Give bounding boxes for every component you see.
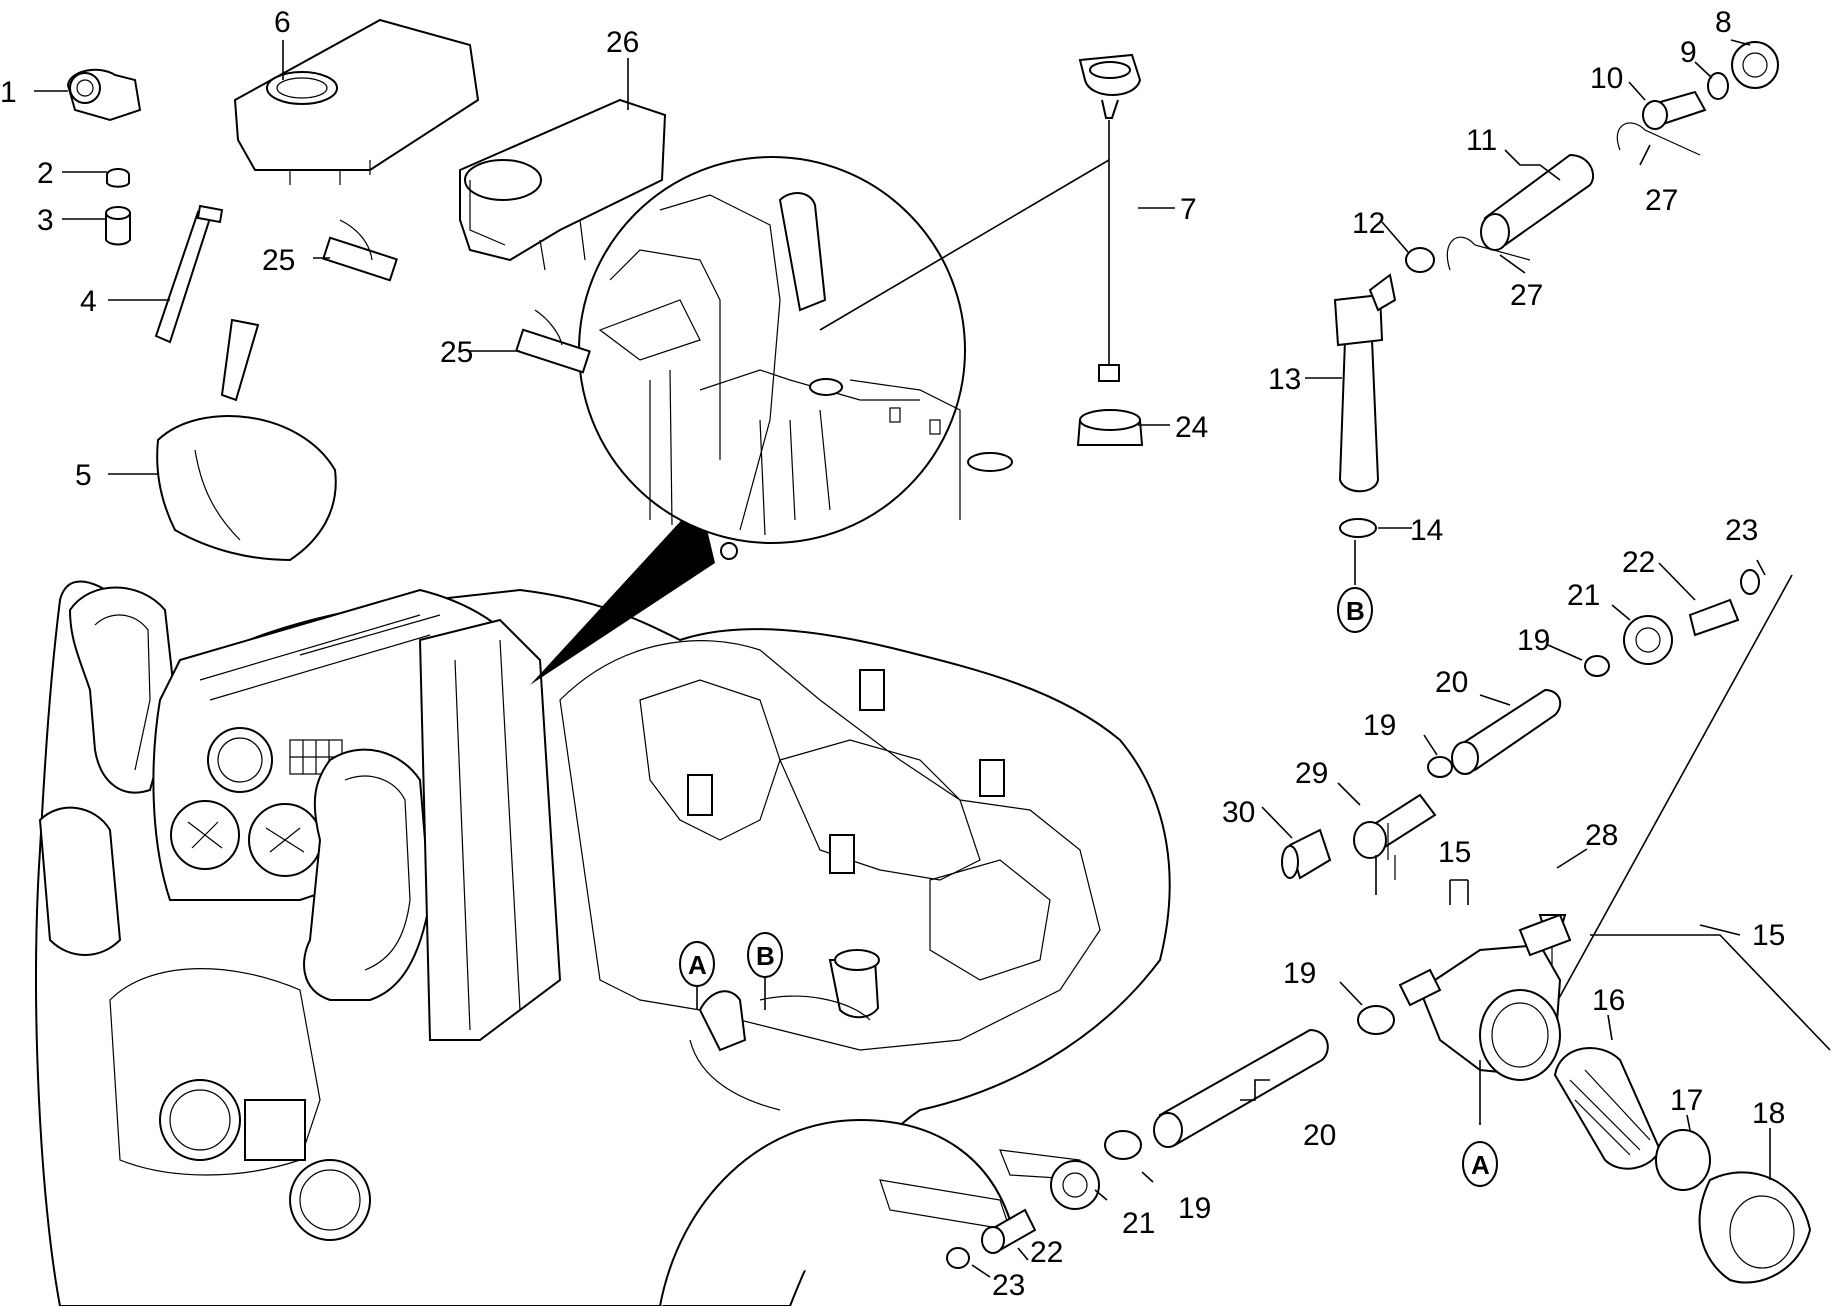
callout-19b: 19	[1363, 709, 1396, 742]
callout-28: 28	[1585, 819, 1618, 852]
callout-18: 18	[1752, 1097, 1785, 1130]
callout-8: 8	[1715, 6, 1732, 39]
detail-magnifier	[530, 156, 1013, 685]
callout-5: 5	[75, 459, 92, 492]
callout-21a: 21	[1567, 579, 1600, 612]
loose-parts	[66, 18, 1812, 1284]
ref-a-body: A	[688, 950, 707, 980]
machine-body	[35, 580, 1171, 1306]
callout-3: 3	[37, 204, 54, 237]
callout-4: 4	[80, 285, 97, 318]
callout-1: 1	[0, 76, 17, 109]
callout-17: 17	[1670, 1084, 1703, 1117]
ref-b-pipe: B	[1346, 596, 1365, 626]
reference-markers: A B B A	[679, 587, 1498, 1187]
callout-23b: 23	[992, 1269, 1025, 1302]
callout-2: 2	[37, 157, 54, 190]
callout-25b: 25	[440, 336, 473, 369]
callout-19d: 19	[1178, 1192, 1211, 1225]
callout-29: 29	[1295, 757, 1328, 790]
callout-16: 16	[1592, 984, 1625, 1017]
callout-25a: 25	[262, 244, 295, 277]
callout-21b: 21	[1122, 1207, 1155, 1240]
callout-27a: 27	[1645, 184, 1678, 217]
callout-9: 9	[1680, 36, 1697, 69]
callout-14: 14	[1410, 514, 1443, 547]
callout-15a: 15	[1438, 836, 1471, 869]
callout-numbers: 1 2 3 4 5 6 26 25 25 7 24 8 9 10 11 27 1…	[0, 6, 1785, 1302]
ref-a-filter: A	[1471, 1150, 1490, 1180]
ref-b-body: B	[756, 941, 775, 971]
callout-13: 13	[1268, 363, 1301, 396]
callout-7: 7	[1180, 193, 1197, 226]
callout-20a: 20	[1435, 666, 1468, 699]
callout-22b: 22	[1030, 1236, 1063, 1269]
callout-24: 24	[1175, 411, 1208, 444]
callout-20b: 20	[1303, 1119, 1336, 1152]
callout-22a: 22	[1622, 546, 1655, 579]
callout-15b: 15	[1752, 919, 1785, 952]
callout-26: 26	[606, 26, 639, 59]
callout-19c: 19	[1283, 957, 1316, 990]
callout-10: 10	[1590, 62, 1623, 95]
callout-19a: 19	[1517, 624, 1550, 657]
callout-12: 12	[1352, 207, 1385, 240]
callout-30: 30	[1222, 796, 1255, 829]
callout-6: 6	[274, 6, 291, 39]
callout-11: 11	[1466, 124, 1497, 157]
callout-23a: 23	[1725, 514, 1758, 547]
callout-27b: 27	[1510, 279, 1543, 312]
